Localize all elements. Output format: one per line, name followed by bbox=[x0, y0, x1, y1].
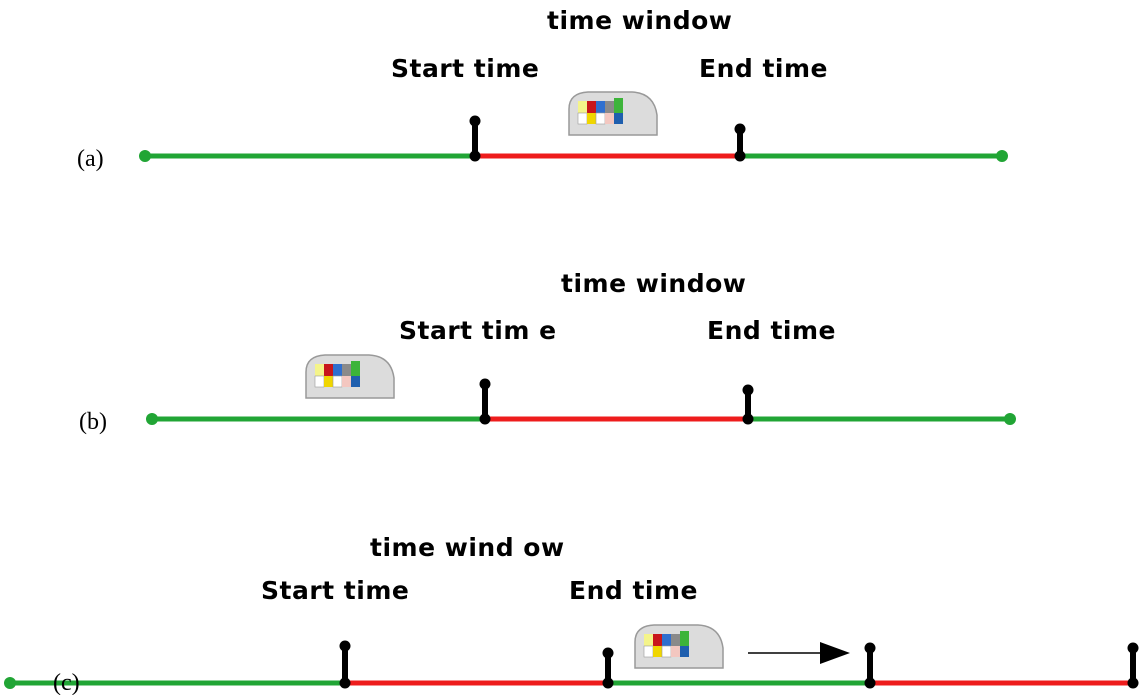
start-time-label-c: Start time bbox=[261, 576, 410, 605]
panel-c bbox=[4, 624, 1139, 689]
shift-arrow-icon bbox=[748, 642, 850, 664]
window-title-a: time window bbox=[547, 6, 733, 35]
window-title-b: time window bbox=[561, 269, 747, 298]
end-time-label-b: End time bbox=[707, 316, 836, 345]
end-marker bbox=[602, 647, 614, 689]
timeline-end-dot bbox=[1004, 413, 1016, 425]
end-time-label-a: End time bbox=[699, 54, 828, 83]
panel-label-a: (a) bbox=[77, 146, 104, 172]
timeline-start-dot bbox=[146, 413, 158, 425]
timeline-end-dot bbox=[996, 150, 1008, 162]
start-marker bbox=[469, 115, 481, 162]
shifted-end-marker bbox=[1127, 642, 1139, 689]
panel-label-b: (b) bbox=[79, 409, 107, 435]
panel-b bbox=[146, 354, 1016, 425]
window-title-c: time wind ow bbox=[370, 533, 565, 562]
end-marker bbox=[734, 123, 746, 162]
panel-a bbox=[139, 91, 1008, 162]
timeline-start-dot bbox=[4, 677, 16, 689]
start-marker bbox=[339, 640, 351, 689]
panel-label-c: (c) bbox=[53, 670, 80, 695]
timeline-start-dot bbox=[139, 150, 151, 162]
end-time-label-c: End time bbox=[569, 576, 698, 605]
vehicle-icon bbox=[305, 354, 395, 399]
start-time-label-a: Start time bbox=[391, 54, 540, 83]
end-marker bbox=[742, 384, 754, 425]
shifted-start-marker bbox=[864, 642, 876, 689]
start-time-label-b: Start tim e bbox=[399, 316, 557, 345]
vehicle-icon bbox=[634, 624, 724, 669]
vehicle-icon bbox=[568, 91, 658, 136]
start-marker bbox=[479, 378, 491, 425]
